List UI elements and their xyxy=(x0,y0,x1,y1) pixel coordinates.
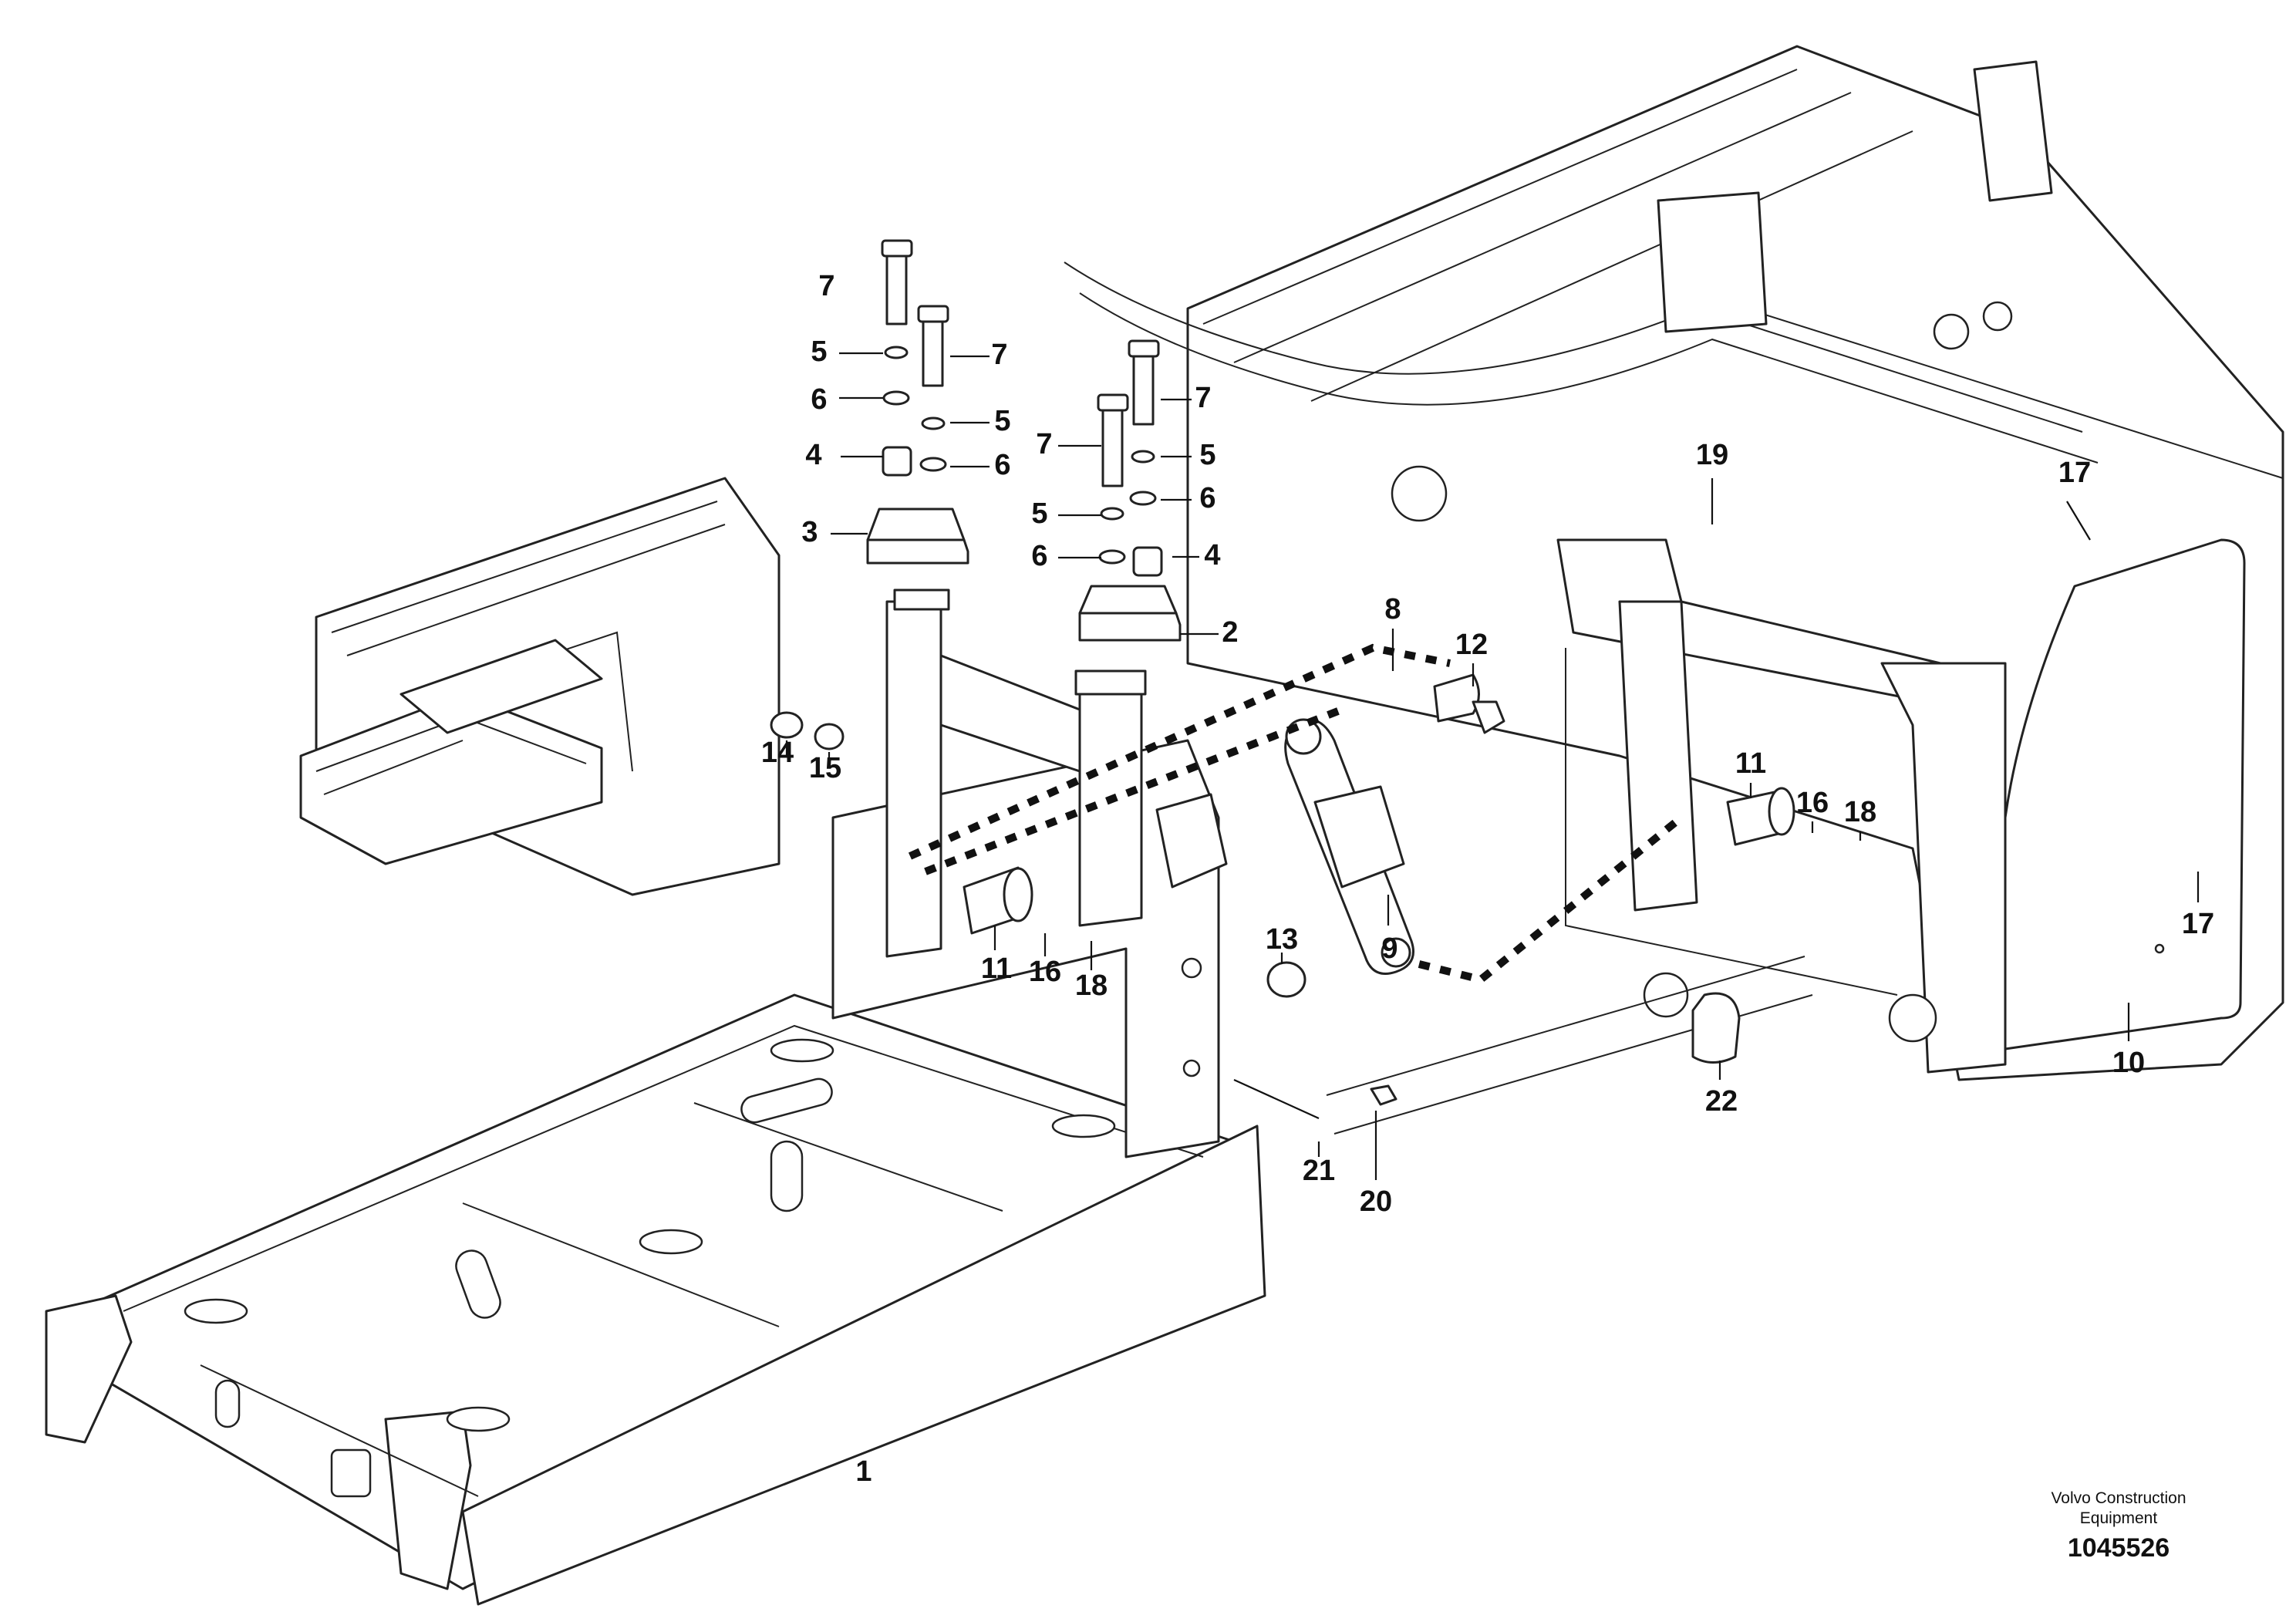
callout-c7d: 7 xyxy=(1195,382,1211,414)
callout-c5d: 5 xyxy=(1199,439,1215,471)
callout-c4a: 4 xyxy=(805,439,821,471)
callout-c5a: 5 xyxy=(811,336,827,368)
callout-c9: 9 xyxy=(1381,932,1397,965)
callout-c4b: 4 xyxy=(1204,539,1220,572)
brand-block: Volvo Construction Equipment 1045526 xyxy=(2018,1489,2219,1563)
callout-c7b: 7 xyxy=(991,339,1007,371)
callout-c14: 14 xyxy=(761,737,794,769)
callout-c16a: 16 xyxy=(1029,956,1061,988)
pins xyxy=(770,673,1795,1106)
step-frame-left xyxy=(299,477,781,896)
side-mounting-plate xyxy=(2004,538,2246,1050)
hose-routes xyxy=(908,643,1684,984)
callout-c7c: 7 xyxy=(1036,428,1052,460)
callout-c10: 10 xyxy=(2112,1047,2145,1079)
callout-c22: 22 xyxy=(1705,1085,1738,1118)
callout-c2: 2 xyxy=(1222,616,1238,649)
callout-c11a: 11 xyxy=(981,953,1012,985)
callout-c3: 3 xyxy=(801,516,818,548)
drawing-number: 1045526 xyxy=(2067,1533,2170,1563)
callout-c17b: 17 xyxy=(2182,908,2214,940)
brand-name-line2: Equipment xyxy=(2079,1509,2158,1527)
callout-c8: 8 xyxy=(1384,593,1401,626)
bolts xyxy=(881,239,1160,565)
callout-c5c: 5 xyxy=(1031,497,1047,530)
brand-name-line1: Volvo Construction xyxy=(2051,1489,2186,1507)
callout-c15: 15 xyxy=(809,752,841,784)
mount-blocks xyxy=(866,446,1182,642)
callout-c18a: 18 xyxy=(1075,969,1108,1002)
callout-c6c: 6 xyxy=(1031,540,1047,572)
callout-c17a: 17 xyxy=(2058,457,2091,489)
callout-c21: 21 xyxy=(1303,1155,1335,1187)
callout-c16b: 16 xyxy=(1796,787,1829,819)
leader-lines xyxy=(785,352,2200,1180)
lower-frame xyxy=(45,993,1266,1606)
callout-c18b: 18 xyxy=(1844,796,1876,828)
callout-c1: 1 xyxy=(855,1455,872,1488)
callout-c11b: 11 xyxy=(1735,747,1766,780)
callout-c12: 12 xyxy=(1455,629,1488,661)
callout-c13: 13 xyxy=(1266,923,1298,956)
callout-c6a: 6 xyxy=(811,383,827,416)
callout-c19: 19 xyxy=(1696,439,1728,471)
callout-c6b: 6 xyxy=(994,449,1010,481)
callout-c20: 20 xyxy=(1360,1185,1392,1218)
callout-c6d: 6 xyxy=(1199,482,1215,514)
callout-c7a: 7 xyxy=(818,270,834,302)
callout-c5b: 5 xyxy=(994,405,1010,437)
